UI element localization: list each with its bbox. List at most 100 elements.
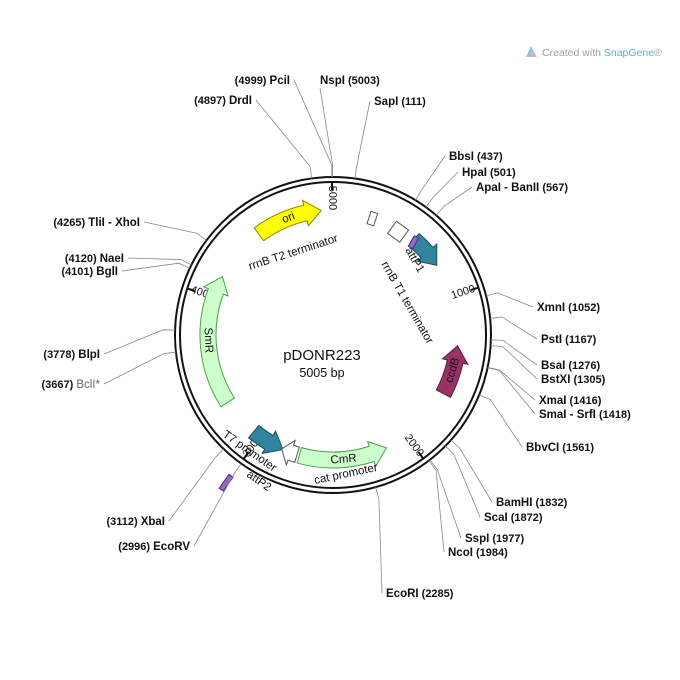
site-position: (2996) xyxy=(118,541,153,553)
tick-label: 1000 xyxy=(450,283,477,302)
feature-smr[interactable] xyxy=(199,276,236,408)
feature-ori[interactable] xyxy=(253,199,323,242)
site-position: (2285) xyxy=(419,588,454,600)
rrnb-t1-terminator-label: rrnB T1 terminator xyxy=(378,260,435,347)
site-name: NaeI xyxy=(100,253,124,265)
site-leader-line xyxy=(143,221,207,241)
site-name: TliI - XhoI xyxy=(88,217,140,229)
restriction-site-label[interactable]: BbvCI (1561) xyxy=(526,442,594,454)
tick-mark xyxy=(417,451,425,460)
restriction-site-label[interactable]: EcoRI (2285) xyxy=(386,588,454,600)
feature-label-ori: ori xyxy=(280,210,296,226)
restriction-site-label[interactable]: BstXI (1305) xyxy=(541,374,606,386)
site-position: (5003) xyxy=(345,75,380,87)
site-name: XmnI xyxy=(537,302,565,314)
plasmid-length: 5005 bp xyxy=(299,366,344,380)
site-leader-line xyxy=(485,292,534,308)
rrnb-t2-terminator-box xyxy=(366,210,379,227)
feature-attp2[interactable] xyxy=(247,424,284,455)
site-leader-line xyxy=(415,155,446,201)
site-name: XmaI xyxy=(539,395,567,407)
restriction-site-label[interactable]: (3667) BclI* xyxy=(41,379,100,391)
feature-label-cmr: CmR xyxy=(330,452,357,466)
feature-cat-promoter[interactable] xyxy=(281,439,300,467)
site-leader-line xyxy=(490,339,538,366)
site-leader-line xyxy=(479,394,523,448)
restriction-site-label[interactable]: (4101) BglI xyxy=(61,266,118,278)
feature-ccdb[interactable] xyxy=(435,344,469,399)
site-position: (1416) xyxy=(567,395,602,407)
site-leader-line xyxy=(487,367,536,415)
rrnb-t2-terminator-label: rrnB T2 terminator xyxy=(247,233,339,273)
restriction-site-label[interactable]: ApaI - BanII (567) xyxy=(476,182,568,194)
restriction-site-label[interactable]: (4999) PciI xyxy=(235,75,290,87)
site-position: (4265) xyxy=(53,217,88,229)
restriction-site-label[interactable]: (3778) BlpI xyxy=(43,349,100,361)
watermark-suffix: ® xyxy=(654,47,662,59)
restriction-site-label[interactable]: NspI (5003) xyxy=(320,75,380,87)
site-position: (1052) xyxy=(565,302,600,314)
restriction-site-label[interactable]: PstI (1167) xyxy=(541,334,597,346)
site-leader-line xyxy=(487,367,536,401)
restriction-site-label[interactable]: (4265) TliI - XhoI xyxy=(53,217,140,229)
site-name: NspI xyxy=(320,75,345,87)
site-leader-line xyxy=(319,87,334,178)
site-leader-line xyxy=(490,316,538,340)
watermark-text: Created with SnapGene® xyxy=(542,47,662,59)
restriction-site-label[interactable]: (4120) NaeI xyxy=(65,253,124,265)
site-position: (501) xyxy=(487,167,516,179)
restriction-site-label[interactable]: SmaI - SrfI (1418) xyxy=(539,409,631,421)
tick-label: 5000 xyxy=(326,186,338,211)
site-position: (4897) xyxy=(194,95,229,107)
site-position: (1418) xyxy=(596,409,631,421)
restriction-site-label[interactable]: ScaI (1872) xyxy=(484,512,543,524)
restriction-site-label[interactable]: XmnI (1052) xyxy=(537,302,600,314)
site-name: ApaI - BanII xyxy=(476,182,539,194)
site-position: (1561) xyxy=(559,442,594,454)
feature-cmr[interactable] xyxy=(296,440,388,469)
site-name: SspI xyxy=(465,533,489,545)
site-leader-line xyxy=(490,345,538,380)
site-name: EcoRI xyxy=(386,588,419,600)
site-position: (3667) xyxy=(41,379,76,391)
site-position: (1984) xyxy=(473,547,508,559)
tick-mark xyxy=(186,287,196,292)
site-position: (4101) xyxy=(61,266,96,278)
feature-label-smr: SmR xyxy=(202,327,215,353)
site-name: XbaI xyxy=(141,516,165,528)
site-name: BbvCI xyxy=(526,442,559,454)
site-name: NcoI xyxy=(448,547,473,559)
site-position: (3112) xyxy=(106,516,140,528)
restriction-site-label[interactable]: BsaI (1276) xyxy=(541,360,600,372)
site-leader-line xyxy=(193,463,242,547)
restriction-site-label[interactable]: (2996) EcoRV xyxy=(118,541,190,553)
tick-label: 2000 xyxy=(402,432,426,459)
restriction-site-label[interactable]: (3112) XbaI xyxy=(106,516,165,528)
site-leader-line xyxy=(354,100,371,179)
site-name: BglI xyxy=(96,266,118,278)
restriction-site-label[interactable]: HpaI (501) xyxy=(462,167,516,179)
restriction-site-label[interactable]: (4897) DrdI xyxy=(194,95,252,107)
restriction-site-label[interactable]: SapI (111) xyxy=(374,96,426,108)
restriction-site-label[interactable]: BamHI (1832) xyxy=(496,497,568,509)
site-leader-line xyxy=(121,262,190,272)
site-position: (1167) xyxy=(562,334,597,346)
site-position: (1276) xyxy=(565,360,600,372)
site-name: SmaI - SrfI xyxy=(539,409,596,421)
site-position: (1872) xyxy=(508,512,543,524)
site-name: EcoRV xyxy=(153,541,190,553)
restriction-site-label[interactable]: BbsI (437) xyxy=(449,151,503,163)
restriction-site-label[interactable]: SspI (1977) xyxy=(465,533,524,545)
site-name: ScaI xyxy=(484,512,508,524)
site-name: BsaI xyxy=(541,360,565,372)
site-position: (4999) xyxy=(235,75,270,87)
tick-mark xyxy=(470,286,479,291)
restriction-site-label[interactable]: NcoI (1984) xyxy=(448,547,508,559)
watermark-prefix: Created with xyxy=(542,47,604,59)
restriction-site-label[interactable]: XmaI (1416) xyxy=(539,395,602,407)
site-name: BclI* xyxy=(76,379,100,391)
site-leader-line xyxy=(168,448,224,522)
